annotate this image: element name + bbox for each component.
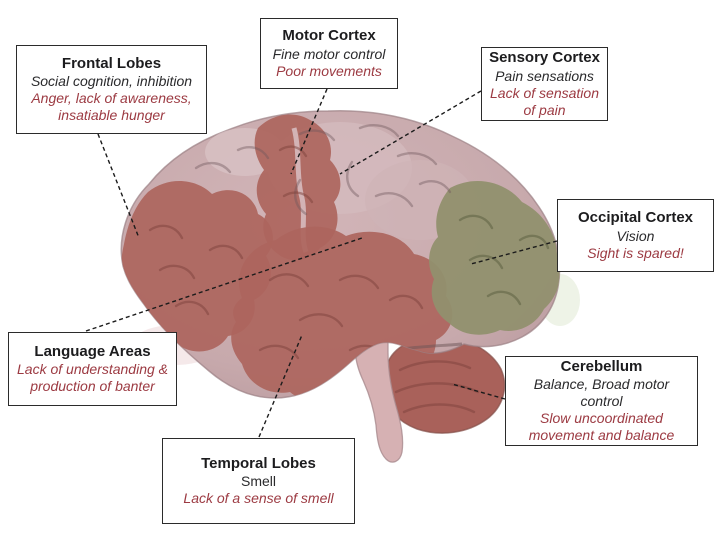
sulci-texture: [148, 124, 550, 360]
connector-lines: [85, 88, 558, 438]
brainstem: [354, 331, 404, 463]
region-deficit: Lack of sensation of pain: [490, 84, 599, 118]
region-title: Language Areas: [34, 342, 151, 360]
region-deficit: Poor movements: [276, 62, 382, 79]
label-box-occipital-cortex: Occipital Cortex Vision Sight is spared!: [557, 199, 714, 272]
label-box-sensory-cortex: Sensory Cortex Pain sensations Lack of s…: [481, 47, 608, 121]
region-function: Vision: [616, 227, 655, 244]
region-title: Frontal Lobes: [61, 54, 162, 72]
connector-sensory: [339, 90, 482, 175]
label-box-frontal-lobes: Frontal Lobes Social cognition, inhibiti…: [16, 45, 207, 134]
region-deficit: Lack of a sense of smell: [183, 490, 334, 507]
connector-occipital: [470, 240, 558, 265]
region-function: Pain sensations: [495, 67, 594, 84]
region-function: Balance, Broad motor control: [533, 376, 670, 410]
connector-frontal: [97, 133, 140, 239]
region-function: Fine motor control: [272, 45, 386, 62]
region-deficit: Lack of understanding & production of ba…: [17, 361, 168, 395]
region-title: Temporal Lobes: [201, 454, 316, 472]
region-deficit: Slow uncoordinated movement and balance: [528, 410, 675, 444]
connector-motor: [290, 88, 328, 175]
region-function: Smell: [240, 473, 276, 490]
region-deficit: Anger, lack of awareness, insatiable hun…: [31, 90, 192, 124]
cerebellum-region: [382, 335, 506, 434]
region-title: Motor Cortex: [282, 27, 376, 45]
connector-cerebellum: [451, 383, 506, 400]
label-box-cerebellum: Cerebellum Balance, Broad motor control …: [505, 356, 698, 446]
connector-temporal: [258, 334, 303, 438]
region-title: Cerebellum: [560, 357, 643, 375]
region-title: Sensory Cortex: [489, 49, 600, 67]
region-deficit: Sight is spared!: [587, 244, 684, 261]
region-title: Occipital Cortex: [577, 209, 694, 227]
label-box-temporal-lobes: Temporal Lobes Smell Lack of a sense of …: [162, 438, 355, 524]
region-function: Social cognition, inhibition: [30, 73, 193, 90]
label-box-language-areas: Language Areas Lack of understanding & p…: [8, 332, 177, 406]
label-box-motor-cortex: Motor Cortex Fine motor control Poor mov…: [260, 18, 398, 89]
